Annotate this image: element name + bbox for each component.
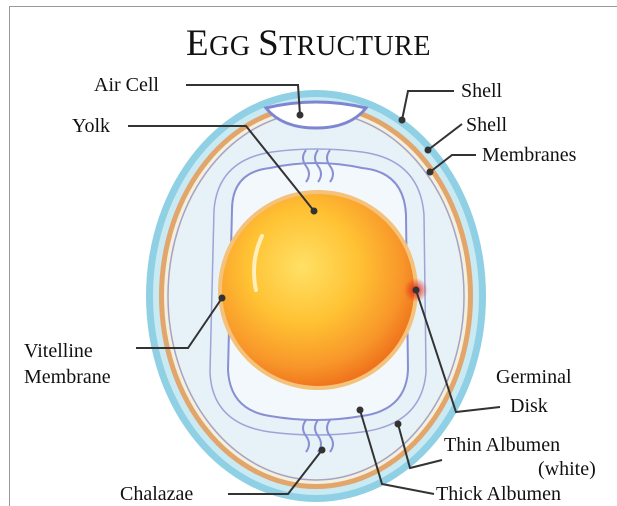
label-thick-albumen: Thick Albumen [436, 483, 561, 505]
leader-dot [426, 148, 431, 153]
label-vitelline-1: Vitelline [24, 340, 93, 362]
leader-dot [312, 209, 317, 214]
label-vitelline-2: Membrane [24, 366, 111, 388]
label-air-cell: Air Cell [94, 74, 159, 96]
label-yolk: Yolk [72, 115, 110, 137]
leader-dot [298, 113, 303, 118]
label-chalazae: Chalazae [120, 483, 193, 505]
label-thin-albumen-2: (white) [538, 458, 596, 480]
label-germinal-2: Disk [510, 395, 548, 417]
leader-dot [414, 288, 419, 293]
label-shell: Shell [461, 80, 502, 102]
leader-dot [428, 170, 433, 175]
leader-dot [400, 118, 405, 123]
label-shell-membranes-2: Membranes [482, 144, 576, 166]
leader-shell-membranes [428, 124, 462, 150]
leader-dot [220, 296, 225, 301]
yolk [222, 194, 414, 386]
leader-dot [396, 422, 401, 427]
leader-shell [402, 91, 454, 120]
label-germinal-1: Germinal [496, 366, 572, 388]
label-shell-membranes-1: Shell [466, 114, 507, 136]
leader-dot [320, 448, 325, 453]
label-thin-albumen-1: Thin Albumen [444, 434, 560, 456]
leader-dot [358, 408, 363, 413]
